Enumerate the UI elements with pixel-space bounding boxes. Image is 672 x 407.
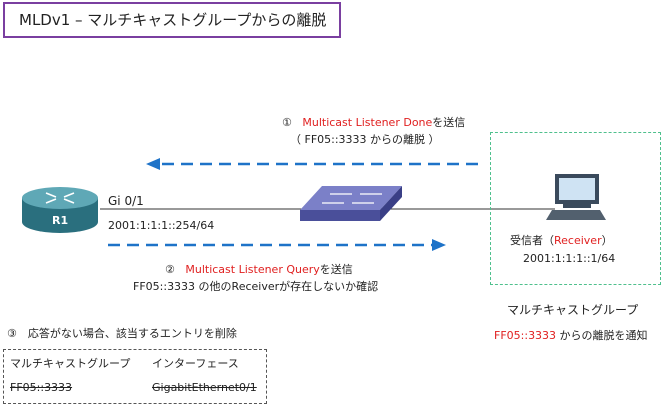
step2-message: Multicast Listener Query — [185, 263, 320, 276]
mld-group-table — [3, 349, 267, 404]
step2-number: ② — [165, 263, 175, 276]
switch-icon — [300, 186, 402, 221]
step1-number: ① — [282, 116, 292, 129]
router-name: R1 — [52, 214, 69, 227]
multicast-group-caption: マルチキャストグループ — [507, 303, 639, 317]
group-address: FF05::3333 — [494, 329, 557, 342]
query-arrow — [108, 239, 446, 251]
receiver-address: 2001:1:1:1::1/64 — [523, 252, 616, 265]
step3-text: ③ 応答がない場合、該当するエントリを削除 — [7, 327, 237, 340]
table-cell-interface: GigabitEthernet0/1 — [152, 381, 257, 394]
receiver-label: 受信者（Receiver） — [510, 234, 613, 247]
multicast-group-box — [490, 132, 661, 285]
step1-message: Multicast Listener Done — [302, 116, 433, 129]
table-header-group: マルチキャストグループ — [10, 357, 131, 370]
router-interface: Gi 0/1 — [108, 194, 144, 208]
step1-subtext: （ FF05::3333 からの離脱 ） — [290, 133, 440, 146]
step1-label: ① Multicast Listener Doneを送信 — [282, 116, 465, 129]
page-title: MLDv1 – マルチキャストグループからの離脱 — [3, 2, 341, 38]
step2-action: を送信 — [319, 263, 353, 276]
router-icon — [22, 187, 98, 233]
step2-subtext: FF05::3333 の他のReceiverが存在しないか確認 — [133, 280, 379, 293]
group-leave-notice: FF05::3333 からの離脱を通知 — [494, 329, 648, 342]
receiver-name: Receiver — [554, 234, 602, 247]
table-header-interface: インターフェース — [152, 357, 239, 370]
pc-icon — [546, 174, 606, 220]
step2-label: ② Multicast Listener Queryを送信 — [165, 263, 353, 276]
done-arrow — [146, 158, 478, 170]
router-address: 2001:1:1:1::254/64 — [108, 219, 215, 232]
step1-action: を送信 — [432, 116, 466, 129]
table-cell-group: FF05::3333 — [10, 381, 73, 394]
